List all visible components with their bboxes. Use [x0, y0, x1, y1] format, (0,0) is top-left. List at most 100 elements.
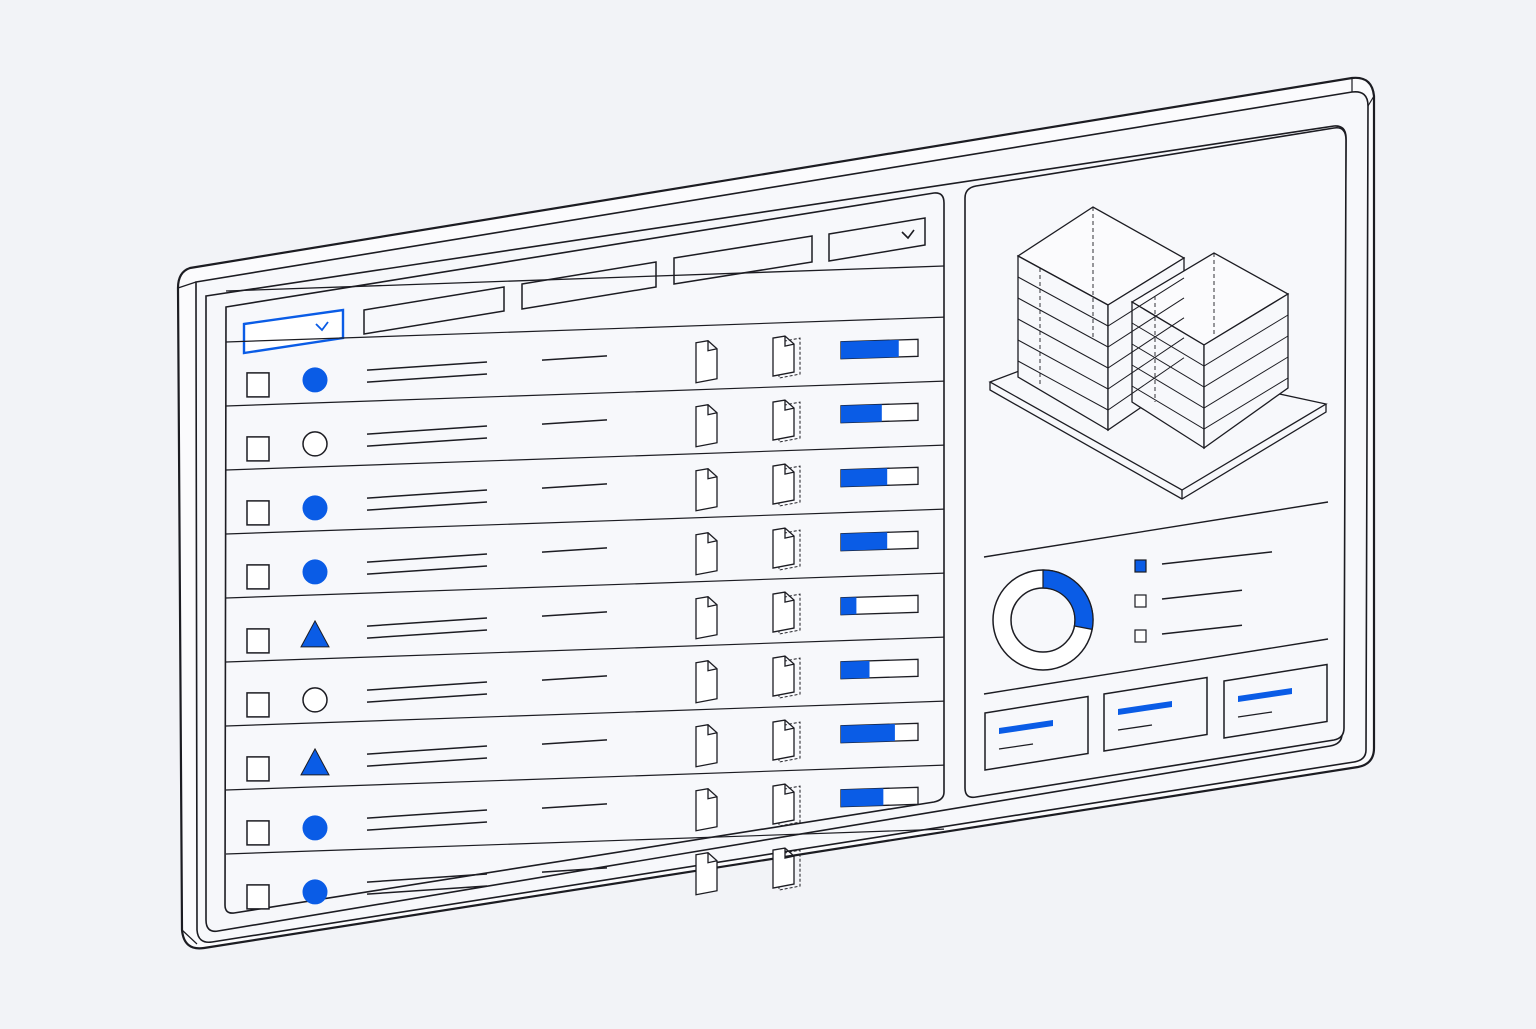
document-stack-icon[interactable] [772, 463, 795, 505]
row-divider [225, 700, 945, 727]
row-checkbox[interactable] [246, 500, 270, 526]
progress-bar-fill [841, 597, 857, 615]
document-icon[interactable] [695, 852, 718, 896]
row-value-line [541, 867, 608, 873]
document-stack-icon[interactable] [772, 527, 795, 569]
table-panel [224, 192, 945, 914]
row-title-line [366, 361, 488, 371]
header-divider [225, 265, 945, 292]
floor-line [1131, 335, 1289, 388]
table-row[interactable] [225, 380, 945, 462]
row-title-line [366, 873, 488, 883]
status-hollow-circle-icon [302, 431, 328, 457]
row-checkbox[interactable] [246, 756, 270, 782]
document-icon[interactable] [695, 404, 718, 448]
row-title-line [366, 745, 488, 755]
legend-label-line [1161, 551, 1273, 565]
status-triangle-icon [300, 747, 330, 776]
row-title-line [366, 553, 488, 563]
table-row[interactable] [225, 572, 945, 654]
progress-bar-fill [841, 339, 899, 359]
row-subtitle-line [366, 693, 488, 703]
row-checkbox[interactable] [246, 692, 270, 718]
status-filled-circle-icon [302, 815, 328, 841]
row-title-line [366, 809, 488, 819]
stat-card-box [1223, 663, 1328, 739]
table-row[interactable] [225, 764, 945, 846]
document-stack-icon[interactable] [772, 655, 795, 697]
chevron-down-icon [901, 229, 915, 240]
row-subtitle-line [366, 437, 488, 447]
chart-legend [1134, 551, 1273, 643]
stat-card[interactable] [984, 695, 1089, 771]
stat-cards [984, 663, 1328, 771]
floor-line [1131, 314, 1289, 367]
status-filled-circle-icon [302, 879, 328, 905]
column-header-2[interactable] [521, 261, 657, 310]
stat-card[interactable] [1103, 676, 1208, 752]
row-value-line [541, 675, 608, 681]
progress-bar-fill [841, 404, 882, 423]
document-icon[interactable] [695, 468, 718, 512]
row-subtitle-line [366, 821, 488, 831]
progress-bar-fill [841, 660, 870, 679]
stat-card[interactable] [1223, 663, 1328, 739]
row-subtitle-line [366, 501, 488, 511]
row-divider [225, 380, 945, 407]
floor-line [1131, 356, 1289, 409]
row-divider [225, 764, 945, 791]
table-row[interactable] [225, 508, 945, 590]
table-row[interactable] [225, 700, 945, 782]
legend-label-line [1161, 589, 1243, 600]
progress-bar-fill [841, 532, 888, 551]
table-row[interactable] [225, 828, 945, 910]
row-checkbox[interactable] [246, 372, 270, 398]
table-row[interactable] [225, 444, 945, 526]
stat-card-box [984, 695, 1089, 771]
top-dropdown[interactable] [828, 217, 926, 262]
donut-chart [992, 569, 1094, 671]
document-stack-icon[interactable] [772, 399, 795, 441]
floor-line [1017, 337, 1185, 390]
document-stack-icon[interactable] [772, 719, 795, 761]
row-checkbox[interactable] [246, 820, 270, 846]
status-hollow-circle-icon [302, 687, 328, 713]
table-rows [225, 316, 945, 910]
status-filled-circle-icon [302, 559, 328, 585]
document-icon[interactable] [695, 596, 718, 640]
floor-line [1017, 297, 1185, 348]
document-icon[interactable] [695, 660, 718, 704]
table-row[interactable] [225, 636, 945, 718]
isometric-building-model [988, 206, 1328, 500]
row-divider [225, 508, 945, 535]
table-row[interactable] [225, 316, 945, 398]
stat-card-value-bar [999, 720, 1053, 734]
donut-segment [1042, 569, 1094, 631]
panel-divider [983, 638, 1329, 695]
document-stack-icon[interactable] [772, 783, 795, 825]
document-icon[interactable] [695, 788, 718, 832]
row-value-line [541, 547, 608, 553]
row-divider [225, 316, 945, 343]
document-stack-icon[interactable] [772, 591, 795, 633]
row-checkbox[interactable] [246, 884, 270, 910]
document-stack-icon[interactable] [772, 335, 795, 377]
row-checkbox[interactable] [246, 564, 270, 590]
document-icon[interactable] [695, 532, 718, 576]
row-checkbox[interactable] [246, 436, 270, 462]
row-subtitle-line [366, 629, 488, 639]
status-triangle-icon [300, 619, 330, 648]
row-checkbox[interactable] [246, 628, 270, 654]
row-divider [225, 636, 945, 663]
document-icon[interactable] [695, 340, 718, 384]
row-value-line [541, 611, 608, 617]
document-stack-icon[interactable] [772, 847, 795, 889]
legend-swatch [1134, 629, 1147, 643]
document-icon[interactable] [695, 724, 718, 768]
floor-line [1131, 377, 1289, 430]
row-subtitle-line [366, 565, 488, 575]
column-header-1[interactable] [363, 286, 505, 335]
legend-swatch [1134, 594, 1147, 608]
